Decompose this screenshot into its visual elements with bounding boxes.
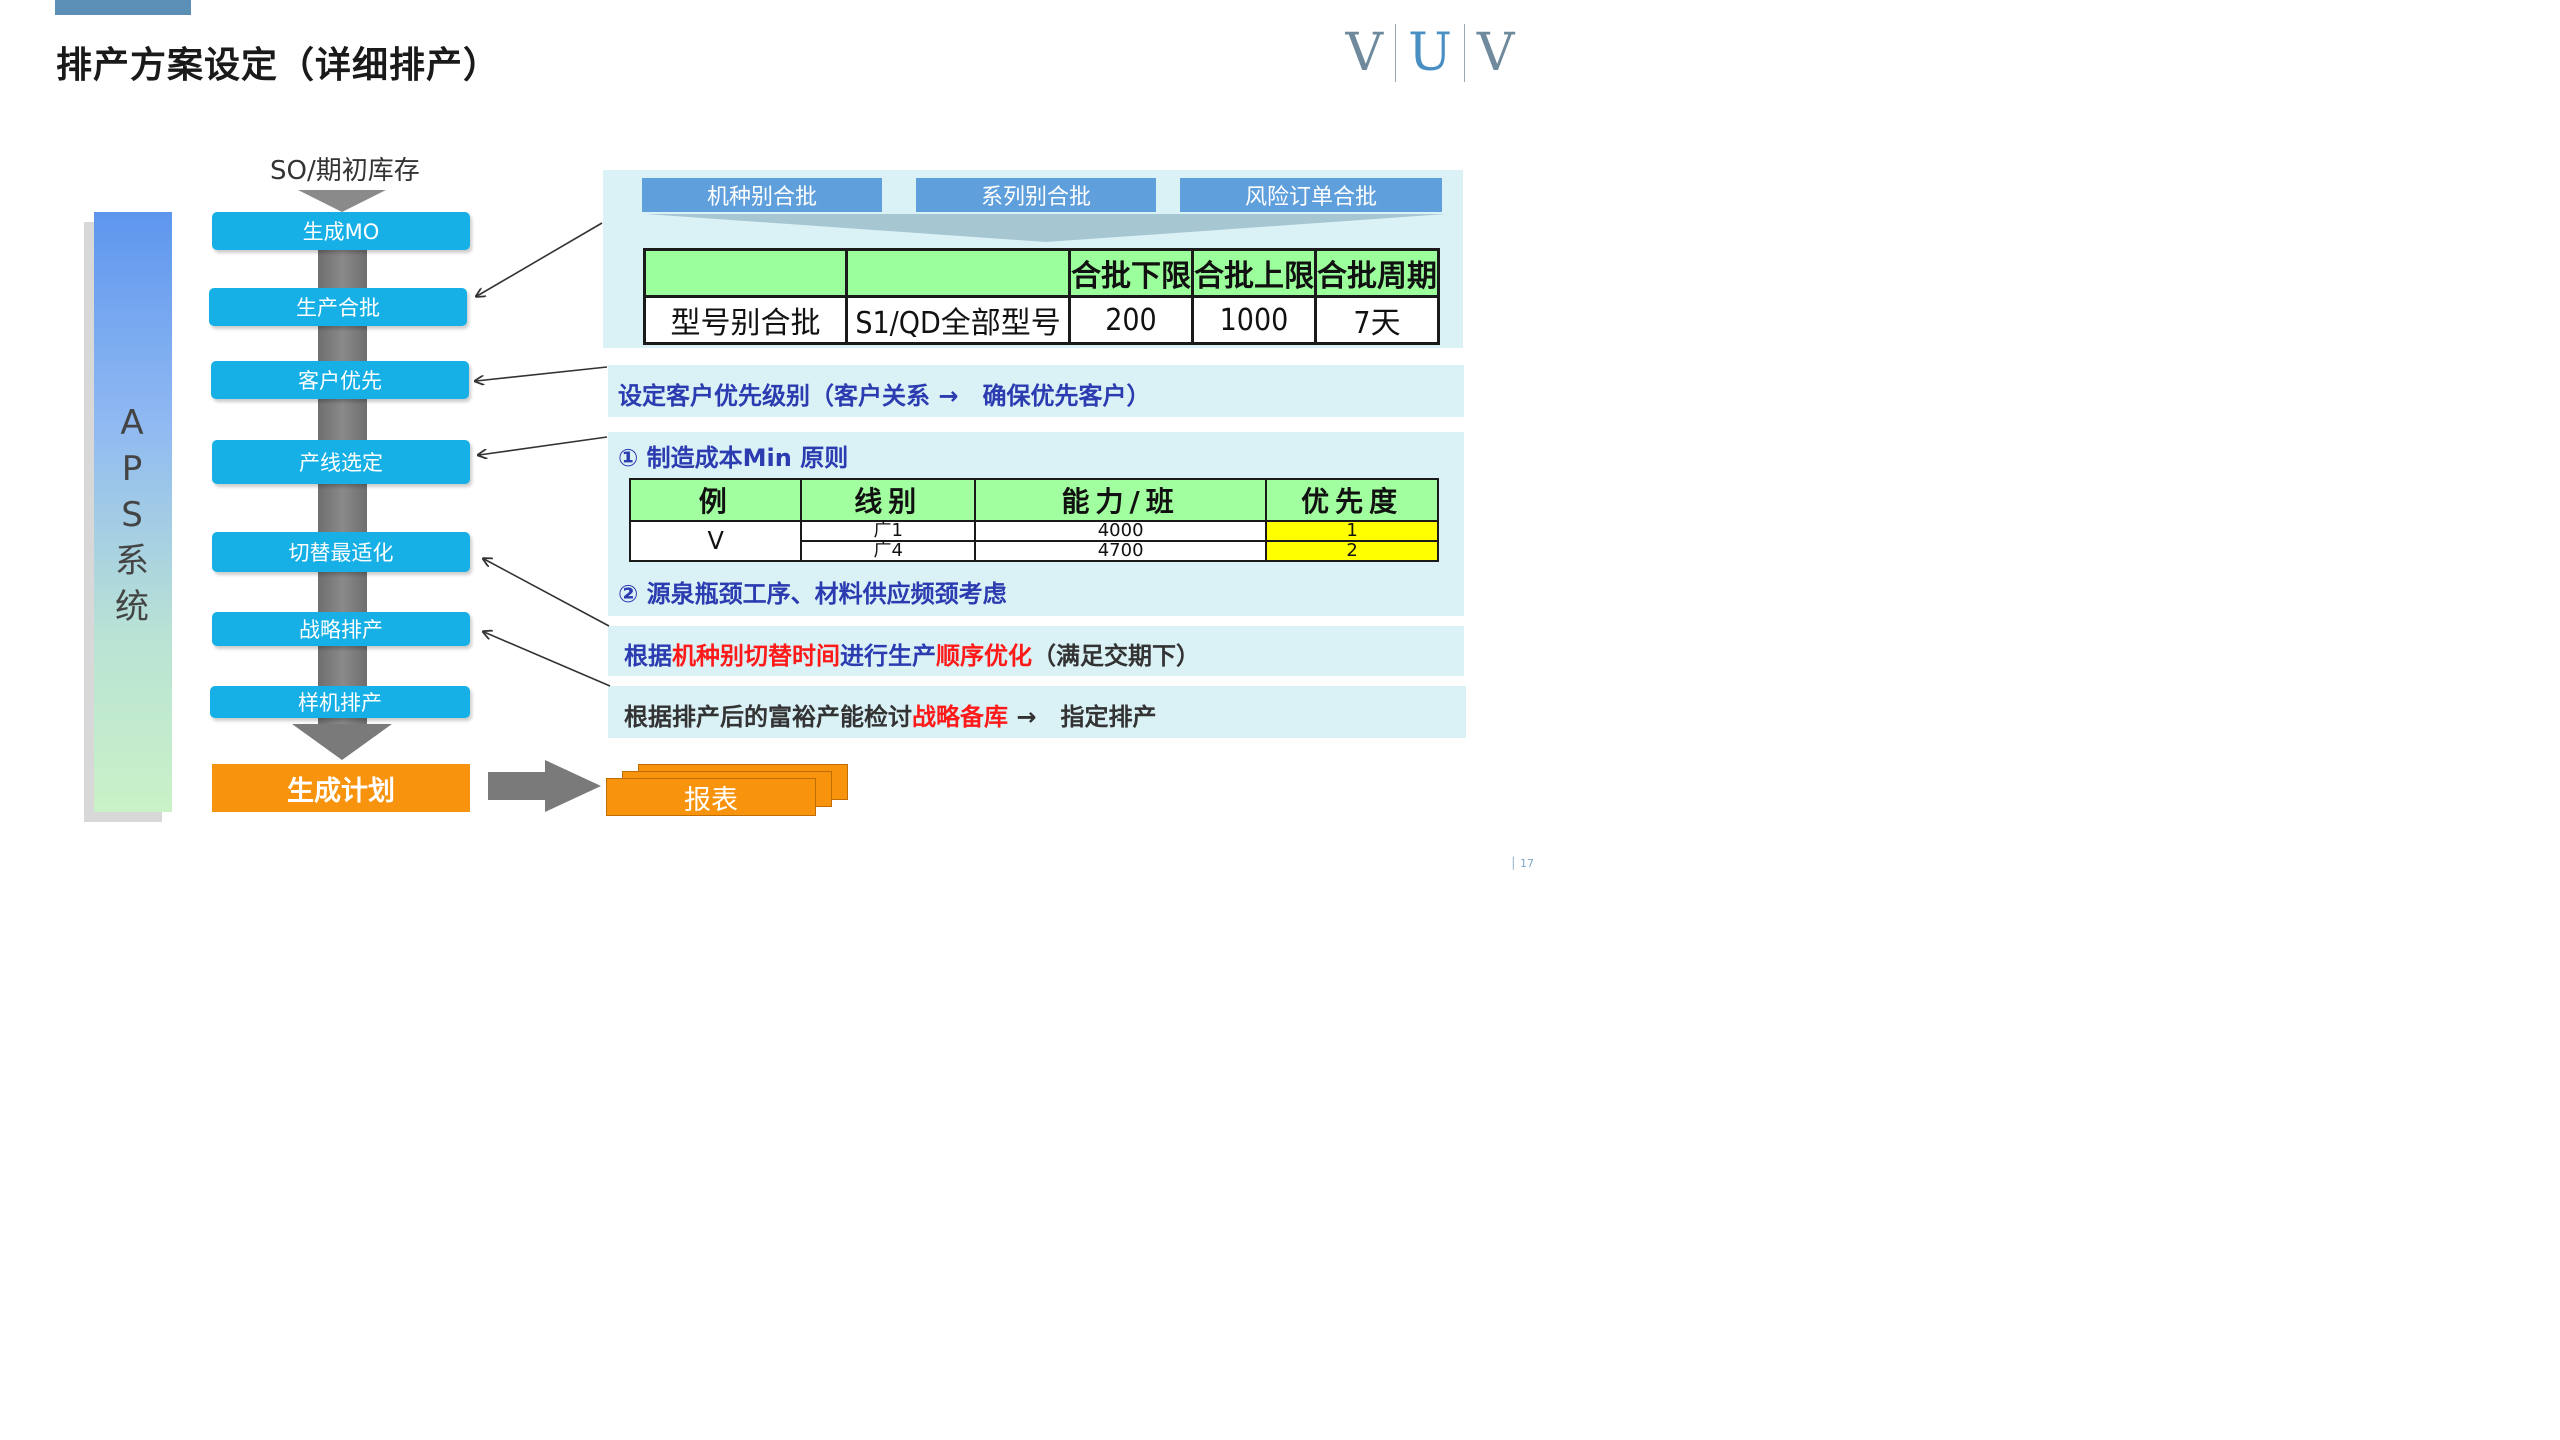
tag-model-batching: 机种别合批 bbox=[642, 178, 882, 212]
batch-header-cell bbox=[642, 248, 849, 298]
logo-divider bbox=[1463, 24, 1465, 82]
step-strategic-scheduling[interactable]: 战略排产 bbox=[212, 612, 470, 646]
batch-header-max: 合批上限 bbox=[1190, 248, 1317, 298]
source-label: SO/期初库存 bbox=[270, 156, 420, 186]
strategic-text: 根据排产后的富裕产能检讨战略备库 → 指定排产 bbox=[624, 703, 1157, 731]
step-production-batching[interactable]: 生产合批 bbox=[209, 288, 467, 326]
line-cell-capacity: 4700 bbox=[973, 540, 1268, 562]
line-header-priority: 优先度 bbox=[1265, 478, 1439, 522]
batch-cell-period: 7天 bbox=[1313, 295, 1441, 345]
connector-lines bbox=[0, 222, 611, 687]
top-accent-bar bbox=[55, 0, 191, 15]
step-changeover-optimization[interactable]: 切替最适化 bbox=[212, 532, 470, 572]
line-cell-line: 广4 bbox=[800, 540, 976, 562]
flow-arrow-head bbox=[292, 724, 392, 760]
step-line-selection[interactable]: 产线选定 bbox=[212, 440, 470, 484]
connector-batching bbox=[477, 222, 603, 296]
logo-letter-3: V bbox=[1476, 23, 1515, 83]
line-header-capacity: 能力/班 bbox=[973, 478, 1268, 522]
connector-changeover bbox=[484, 559, 610, 627]
step-customer-priority[interactable]: 客户优先 bbox=[211, 361, 469, 399]
logo-letter-1: V bbox=[1345, 23, 1384, 83]
batch-header-period: 合批周期 bbox=[1313, 248, 1441, 298]
changeover-text: 根据机种别切替时间进行生产顺序优化（满足交期下） bbox=[624, 642, 1200, 670]
line-cell-line: 广1 bbox=[800, 520, 976, 542]
page-title: 排产方案设定（详细排产） bbox=[56, 45, 501, 86]
line-header-example: 例 bbox=[628, 478, 803, 522]
batch-cell-type: 型号别合批 bbox=[642, 295, 849, 345]
batch-header-cell bbox=[845, 248, 1071, 298]
logo-letter-2: U bbox=[1408, 23, 1452, 83]
aps-system-label: A P S 系 统 bbox=[115, 403, 151, 627]
logo-divider bbox=[1395, 24, 1397, 82]
page-number: │ 17 bbox=[1509, 857, 1534, 870]
connector-line-select bbox=[479, 436, 608, 455]
line-cell-priority: 2 bbox=[1265, 540, 1439, 562]
connector-strategic bbox=[484, 632, 611, 687]
strategic-panel bbox=[608, 686, 1466, 738]
principle-bottleneck: ② 源泉瓶颈工序、材料供应频颈考虑 bbox=[618, 580, 1007, 608]
customer-priority-text: 设定客户优先级别（客户关系 → 确保优先客户） bbox=[618, 382, 1151, 410]
step-generate-mo[interactable]: 生成MO bbox=[212, 212, 470, 250]
line-cell-priority: 1 bbox=[1265, 520, 1439, 542]
principle-cost-min: ① 制造成本Min 原则 bbox=[618, 444, 849, 472]
connector-customer bbox=[476, 366, 608, 381]
batch-cell-min: 200 bbox=[1067, 295, 1194, 345]
tag-risk-order-batching: 风险订单合批 bbox=[1180, 178, 1442, 212]
batching-table: 合批下限 合批上限 合批周期 型号别合批 S1/QD全部型号 200 1000 … bbox=[642, 248, 1441, 345]
vuv-logo: V U V bbox=[1330, 22, 1530, 84]
changeover-panel bbox=[608, 626, 1464, 676]
line-selection-table: 例 线别 能力/班 优先度 ᐯ 广1 4000 1 广4 4700 2 bbox=[628, 478, 1439, 562]
batch-cell-scope: S1/QD全部型号 bbox=[845, 295, 1071, 345]
aps-system-bar bbox=[94, 212, 172, 812]
line-cell-capacity: 4000 bbox=[973, 520, 1268, 542]
step-sample-scheduling[interactable]: 样机排产 bbox=[210, 686, 470, 718]
batch-header-min: 合批下限 bbox=[1067, 248, 1194, 298]
customer-priority-panel bbox=[608, 365, 1464, 417]
batch-cell-max: 1000 bbox=[1190, 295, 1317, 345]
batching-funnel bbox=[646, 214, 1446, 242]
source-arrow bbox=[298, 190, 386, 212]
to-report-arrow-head bbox=[545, 760, 601, 812]
tag-series-batching: 系列别合批 bbox=[916, 178, 1156, 212]
line-header-line: 线别 bbox=[800, 478, 976, 522]
generate-plan-button[interactable]: 生成计划 bbox=[212, 764, 470, 812]
flow-spine bbox=[318, 248, 367, 728]
line-example-mark: ᐯ bbox=[628, 520, 803, 562]
to-report-arrow bbox=[488, 772, 546, 800]
report-button[interactable]: 报表 bbox=[606, 778, 816, 816]
